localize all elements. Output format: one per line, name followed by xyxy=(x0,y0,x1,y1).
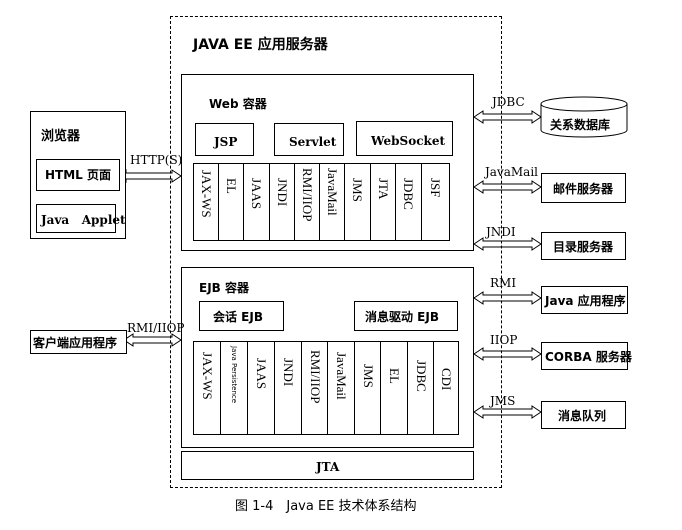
web-api-strip: JAX-WS EL JAAS JNDI RMI/IIOP JavaMail JM… xyxy=(193,163,450,241)
websocket-box: WebSocket xyxy=(356,121,453,156)
ejb-api-6: JMS xyxy=(355,342,381,434)
java-applet-box: Java Applet xyxy=(36,204,126,233)
app-server-title: JAVA EE 应用服务器 xyxy=(193,37,328,53)
html-page-label: HTML 页面 xyxy=(45,168,111,182)
web-api-5: JavaMail xyxy=(320,164,345,240)
ejb-api-3: JNDI xyxy=(275,342,302,434)
browser-title: 浏览器 xyxy=(41,129,81,144)
session-ejb-box: 会话 EJB xyxy=(199,301,284,331)
ejb-api-5: JavaMail xyxy=(328,342,355,434)
session-ejb-label: 会话 EJB xyxy=(213,310,263,324)
jdbc-label: JDBC xyxy=(492,95,525,109)
http-label: HTTP(S) xyxy=(130,153,183,167)
mail-server-label: 邮件服务器 xyxy=(553,182,614,196)
websocket-label: WebSocket xyxy=(371,134,445,148)
mail-server-box: 邮件服务器 xyxy=(541,173,626,203)
ejb-api-2: JAAS xyxy=(248,342,275,434)
web-container-title: Web 容器 xyxy=(209,97,267,111)
web-api-1: EL xyxy=(219,164,244,240)
ejb-api-1: Java Persistence xyxy=(221,342,248,434)
servlet-box: Servlet xyxy=(274,123,344,156)
web-api-8: JDBC xyxy=(396,164,422,240)
directory-server-label: 目录服务器 xyxy=(553,240,614,254)
servlet-label: Servlet xyxy=(289,135,337,149)
app-server-frame xyxy=(170,16,502,488)
iiop-label: IIOP xyxy=(490,333,518,347)
jms-label: JMS xyxy=(490,394,516,408)
web-api-4: RMI/IIOP xyxy=(295,164,320,240)
web-api-0: JAX-WS xyxy=(194,164,219,240)
ejb-api-9: CDI xyxy=(439,368,454,391)
web-api-2: JAAS xyxy=(244,164,270,240)
javamail-label: JavaMail xyxy=(485,165,539,179)
message-queue-label: 消息队列 xyxy=(558,409,607,423)
client-app-label: 客户端应用程序 xyxy=(33,336,118,350)
java-app-box: Java 应用程序 xyxy=(541,286,628,314)
java-applet-label: Java Applet xyxy=(41,213,126,227)
web-api-7: JTA xyxy=(371,164,396,240)
jndi-label: JNDI xyxy=(486,225,516,239)
ejb-api-8: JDBC xyxy=(408,342,434,434)
database-icon xyxy=(540,96,628,138)
figure-caption: 图 1-4 Java EE 技术体系结构 xyxy=(235,499,417,514)
message-queue-box: 消息队列 xyxy=(541,401,626,429)
corba-server-box: CORBA 服务器 xyxy=(541,342,632,370)
mdb-label: 消息驱动 EJB xyxy=(365,310,439,324)
browser-box: 浏览器 HTML 页面 Java Applet xyxy=(30,111,126,239)
jta-label: JTA xyxy=(316,460,340,474)
web-api-3: JNDI xyxy=(270,164,295,240)
jsp-label: JSP xyxy=(214,135,238,149)
relational-db-label: 关系数据库 xyxy=(550,118,611,132)
ejb-api-4: RMI/IIOP xyxy=(302,342,328,434)
html-page-box: HTML 页面 xyxy=(36,159,120,191)
ejb-container-title: EJB 容器 xyxy=(199,281,249,295)
rmi-iiop-left-label: RMI/IIOP xyxy=(127,321,185,335)
rmi-label: RMI xyxy=(490,276,517,290)
client-app-box: 客户端应用程序 xyxy=(30,330,127,354)
web-api-6: JMS xyxy=(345,164,371,240)
ejb-api-strip: JAX-WS Java Persistence JAAS JNDI RMI/II… xyxy=(193,341,459,435)
mdb-box: 消息驱动 EJB xyxy=(354,301,458,331)
ejb-api-0: JAX-WS xyxy=(194,342,221,434)
web-api-9: JSF xyxy=(428,178,443,198)
jsp-box: JSP xyxy=(195,123,254,156)
corba-server-label: CORBA 服务器 xyxy=(545,350,632,364)
ejb-api-7: EL xyxy=(381,342,408,434)
java-app-label: Java 应用程序 xyxy=(545,294,626,308)
jta-bar: JTA xyxy=(181,451,474,480)
directory-server-box: 目录服务器 xyxy=(541,232,626,260)
